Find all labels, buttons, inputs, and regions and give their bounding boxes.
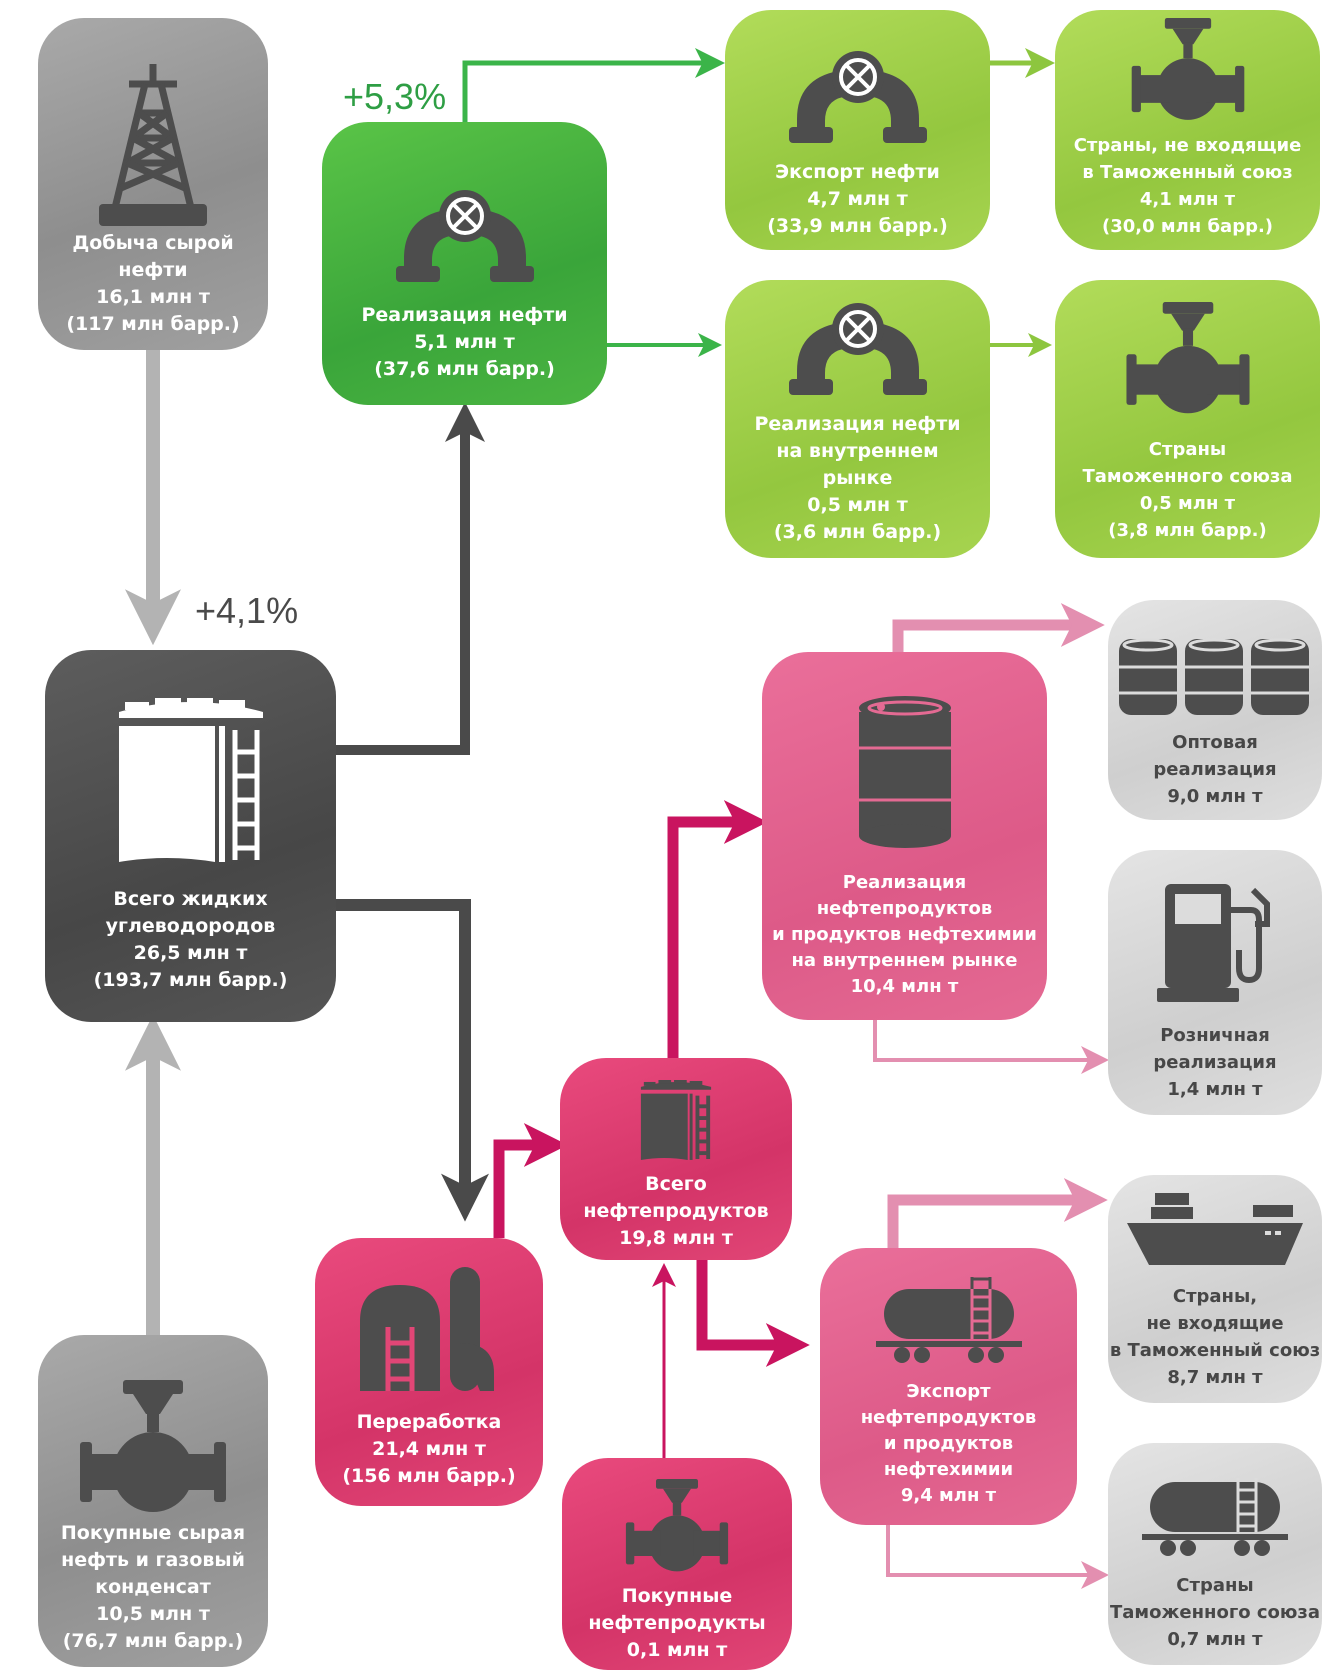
liquids-growth-percent: +4,1% <box>195 590 299 631</box>
arrow-total-to-refining <box>336 899 489 1222</box>
barrel-icon <box>855 694 955 850</box>
cu-countries-products-label: Страны Таможенного союза 0,7 млн т <box>1109 1575 1321 1650</box>
cu-countries-products-box: Страны Таможенного союза 0,7 млн т <box>1108 1443 1322 1665</box>
refining-label: Переработка 21,4 млн т (156 млн барр.) <box>342 1411 516 1487</box>
oil-sales-label: Реализация нефти 5,1 млн т (37,6 млн бар… <box>361 304 568 380</box>
retail-label: Розничная реализация 1,4 млн т <box>1153 1025 1277 1100</box>
purchased-crude-label: Покупные сырая нефть и газовый конденсат… <box>60 1522 246 1652</box>
oil-export-box: Экспорт нефти 4,7 млн т (33,9 млн барр.) <box>725 10 990 250</box>
non-cu-countries-oil-label: Страны, не входящие в Таможенный союз 4,… <box>1073 135 1302 237</box>
total-products-label: Всего нефтепродуктов 19,8 млн т <box>583 1173 769 1249</box>
domestic-products-sales-label: Реализация нефтепродуктов и продуктов не… <box>772 872 1037 997</box>
pipeline-valve-icon <box>78 1380 228 1520</box>
arrow-refining-to-products <box>493 1123 568 1238</box>
oil-domestic-box: Реализация нефти на внутреннем рынке 0,5… <box>725 280 990 558</box>
non-cu-countries-products-label: Страны, не входящие в Таможенный союз 8,… <box>1109 1286 1321 1388</box>
pipeline-valve-icon <box>622 1479 732 1577</box>
refining-box: Переработка 21,4 млн т (156 млн барр.) <box>315 1238 543 1506</box>
pipeline-valve-icon <box>1120 302 1256 420</box>
purchased-products-label: Покупные нефтепродукты 0,1 млн т <box>588 1585 766 1661</box>
non-cu-countries-oil-box: Страны, не входящие в Таможенный союз 4,… <box>1055 10 1320 250</box>
arrow-oil-sales-to-export <box>462 48 725 122</box>
retail-box: Розничная реализация 1,4 млн т <box>1108 850 1322 1115</box>
total-liquids-box: Всего жидких углеводородов 26,5 млн т (1… <box>45 650 336 1022</box>
arrow-export-to-non-cu-products <box>887 1178 1108 1248</box>
cu-countries-oil-label: Страны Таможенного союза 0,5 млн т (3,8 … <box>1082 439 1293 541</box>
cu-countries-oil-box: Страны Таможенного союза 0,5 млн т (3,8 … <box>1055 280 1320 558</box>
pipeline-arc-icon <box>783 301 933 401</box>
tanker-ship-icon <box>1125 1189 1305 1269</box>
total-products-box: Всего нефтепродуктов 19,8 млн т <box>560 1058 792 1260</box>
arrow-products-to-domestic <box>667 800 768 1060</box>
oil-sales-growth-percent: +5,3% <box>343 76 447 117</box>
non-cu-countries-products-box: Страны, не входящие в Таможенный союз 8,… <box>1108 1175 1322 1403</box>
crude-production-label: Добыча сырой нефти 16,1 млн т (117 млн б… <box>66 232 240 335</box>
pipeline-arc-icon <box>783 49 933 149</box>
pipeline-valve-icon <box>1123 18 1253 126</box>
three-barrels-icon <box>1117 631 1313 721</box>
domestic-products-sales-box: Реализация нефтепродуктов и продуктов не… <box>762 652 1047 1020</box>
arrow-domestic-to-wholesale <box>892 603 1105 652</box>
refinery-icon <box>354 1263 504 1393</box>
arrow-products-to-export <box>696 1260 810 1367</box>
arrow-export-to-cu-products <box>886 1525 1109 1589</box>
storage-tank-icon <box>111 690 271 866</box>
wholesale-box: Оптовая реализация 9,0 млн т <box>1108 600 1322 820</box>
oil-derrick-icon <box>93 58 213 230</box>
products-export-box: Экспорт нефтепродуктов и продуктов нефте… <box>820 1248 1077 1525</box>
purchased-products-box: Покупные нефтепродукты 0,1 млн т <box>562 1458 792 1670</box>
pipeline-arc-icon <box>390 188 540 288</box>
wholesale-label: Оптовая реализация 9,0 млн т <box>1153 732 1277 807</box>
crude-production-box: Добыча сырой нефти 16,1 млн т (117 млн б… <box>38 18 268 350</box>
arrow-domestic-to-retail <box>873 1020 1109 1074</box>
purchased-crude-box: Покупные сырая нефть и газовый конденсат… <box>38 1335 268 1667</box>
rail-tank-car-icon <box>1140 1468 1290 1558</box>
oil-domestic-label: Реализация нефти на внутреннем рынке 0,5… <box>754 413 961 543</box>
arrow-total-to-oil-sales <box>336 402 485 755</box>
storage-tank-icon <box>637 1075 715 1163</box>
oil-sales-box: Реализация нефти 5,1 млн т (37,6 млн бар… <box>322 122 607 405</box>
rail-tank-car-icon <box>874 1275 1024 1365</box>
fuel-pump-icon <box>1155 880 1275 1006</box>
oil-export-label: Экспорт нефти 4,7 млн т (33,9 млн барр.) <box>767 161 948 237</box>
total-liquids-label: Всего жидких углеводородов 26,5 млн т (1… <box>93 888 288 991</box>
products-export-label: Экспорт нефтепродуктов и продуктов нефте… <box>860 1381 1037 1506</box>
